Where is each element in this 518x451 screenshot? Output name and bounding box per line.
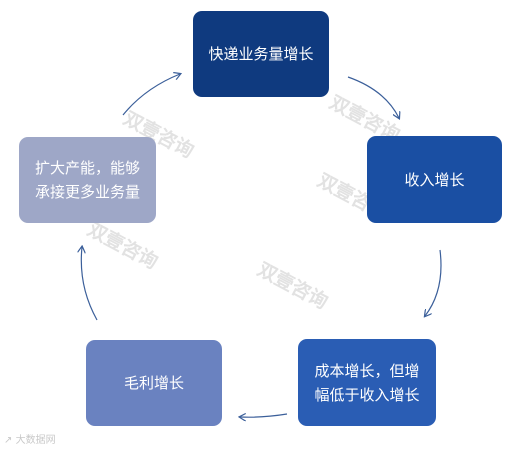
node-gross-profit-growth: 毛利增长 xyxy=(86,340,222,426)
node-label: 成本增长，但增 幅低于收入增长 xyxy=(314,361,420,404)
node-label: 快递业务量增长 xyxy=(208,45,314,63)
arrow-n1-to-n2 xyxy=(347,76,399,118)
source-logo: ↗ 大数据网 xyxy=(4,431,56,446)
node-label: 扩大产能，能够 承接更多业务量 xyxy=(34,159,140,201)
node-cost-growth: 成本增长，但增 幅低于收入增长 xyxy=(298,339,436,426)
node-label: 收入增长 xyxy=(404,170,465,189)
arrow-n4-to-n5 xyxy=(81,247,98,321)
arrow-n5-to-n1 xyxy=(122,74,180,116)
node-revenue-growth: 收入增长 xyxy=(367,136,502,223)
logo-text: 大数据网 xyxy=(15,435,56,446)
arrow-n2-to-n3 xyxy=(425,249,442,316)
node-capacity-expansion: 扩大产能，能够 承接更多业务量 xyxy=(19,137,156,223)
logo-icon: ↗ xyxy=(4,435,13,446)
node-label: 毛利增长 xyxy=(123,374,184,392)
node-express-volume-growth: 快递业务量增长 xyxy=(193,11,329,97)
arrow-n3-to-n4 xyxy=(240,414,288,417)
